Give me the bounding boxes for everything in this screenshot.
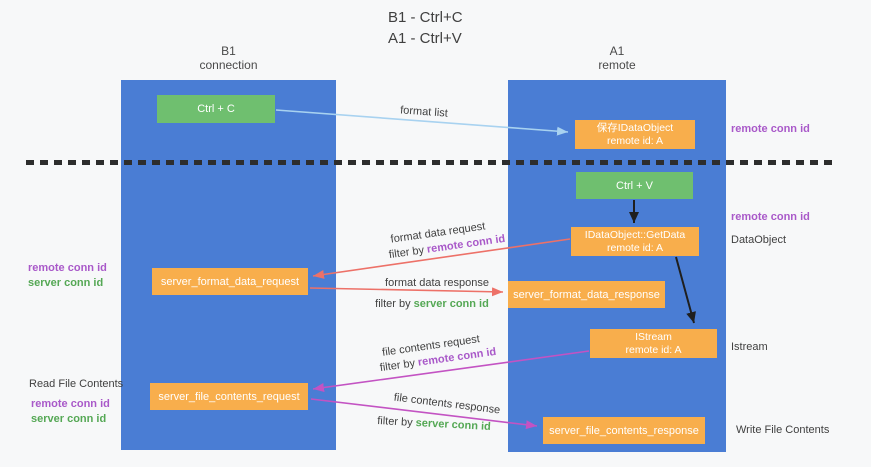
box-server-file-contents-response: server_file_contents_response bbox=[543, 417, 705, 444]
istream-line2: remote id: A bbox=[625, 343, 682, 356]
save-idataobject-line2: remote id: A bbox=[606, 134, 664, 147]
server-format-data-response-label: server_format_data_response bbox=[513, 288, 660, 301]
server-file-contents-response-label: server_file_contents_response bbox=[549, 424, 699, 437]
label-file-contents-response: file contents response bbox=[393, 391, 501, 417]
box-server-format-data-response: server_format_data_response bbox=[508, 281, 665, 308]
lane-a1-name: A1 bbox=[609, 44, 625, 58]
label-remote-conn-id-mid-right: remote conn id bbox=[731, 211, 810, 223]
server-conn-id-text: server conn id bbox=[415, 417, 492, 433]
label-istream: Istream bbox=[731, 341, 768, 353]
box-ctrl-c: Ctrl + C bbox=[157, 95, 275, 123]
lane-header-a1: A1 remote bbox=[508, 44, 726, 72]
lane-a1-subtitle: remote bbox=[598, 58, 636, 72]
filter-by-text: filter by bbox=[375, 298, 411, 310]
title-line-2: A1 - Ctrl+V bbox=[388, 30, 462, 47]
server-file-contents-request-label: server_file_contents_request bbox=[158, 390, 300, 403]
lane-header-b1: B1 connection bbox=[121, 44, 336, 72]
label-read-file-contents: Read File Contents bbox=[29, 378, 124, 390]
label-format-list: format list bbox=[399, 104, 449, 120]
label-remote-conn-id-top-right: remote conn id bbox=[731, 123, 810, 135]
title-line-1: B1 - Ctrl+C bbox=[388, 9, 463, 26]
label-dataobject: DataObject bbox=[731, 234, 787, 246]
save-idataobject-line1: 保存IDataObject bbox=[596, 121, 674, 134]
box-server-file-contents-request: server_file_contents_request bbox=[150, 383, 308, 410]
label-remote-conn-id-bottom-left: remote conn id bbox=[31, 398, 110, 410]
box-ctrl-v: Ctrl + V bbox=[576, 172, 693, 199]
istream-line1: IStream bbox=[635, 330, 672, 343]
box-istream: IStream remote id: A bbox=[590, 329, 717, 358]
box-save-idataobject: 保存IDataObject remote id: A bbox=[575, 120, 695, 149]
filter-by-text: filter by bbox=[379, 357, 416, 375]
lane-b1-name: B1 bbox=[221, 44, 236, 58]
box-server-format-data-request: server_format_data_request bbox=[152, 268, 308, 295]
filter-by-text: filter by bbox=[376, 415, 413, 429]
server-format-data-request-label: server_format_data_request bbox=[160, 275, 300, 288]
label-format-data-response: format data response bbox=[385, 277, 489, 289]
ctrl-v-label: Ctrl + V bbox=[616, 179, 653, 192]
label-write-file-contents: Write File Contents bbox=[736, 424, 830, 436]
label-server-conn-id-mid-left: server conn id bbox=[28, 277, 104, 289]
diagram-title: B1 - Ctrl+C A1 - Ctrl+V bbox=[388, 7, 463, 49]
box-idataobject-getdata: IDataObject::GetData remote id: A bbox=[571, 227, 699, 256]
server-conn-id-text: server conn id bbox=[413, 298, 489, 310]
label-remote-conn-id-mid-left: remote conn id bbox=[28, 262, 107, 274]
label-server-conn-id-bottom-left: server conn id bbox=[31, 413, 107, 425]
ctrl-c-label: Ctrl + C bbox=[197, 103, 235, 115]
getdata-line2: remote id: A bbox=[606, 241, 664, 254]
filter-by-text: filter by bbox=[388, 244, 425, 262]
getdata-line1: IDataObject::GetData bbox=[584, 228, 686, 241]
session-divider-dashed-line bbox=[26, 160, 835, 165]
lane-b1-subtitle: connection bbox=[199, 58, 258, 72]
